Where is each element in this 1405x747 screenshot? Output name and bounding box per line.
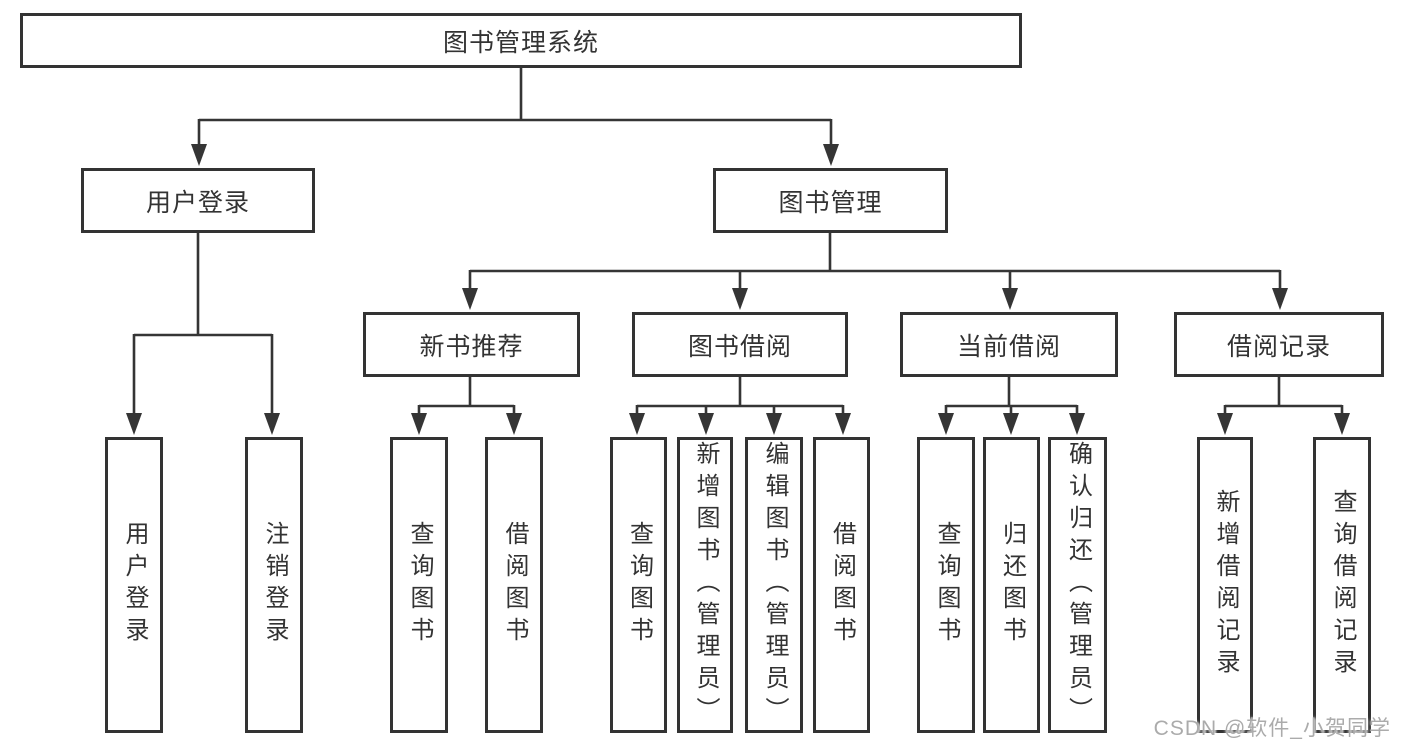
node-user-login: 用户登录	[105, 437, 163, 733]
node-label: 归还图书	[998, 521, 1026, 649]
node-current-borrow: 当前借阅	[900, 312, 1118, 377]
node-label: 当前借阅	[956, 332, 1061, 361]
node-label: 借阅记录	[1226, 332, 1331, 361]
node-label: 确认归还（管理员）	[1064, 441, 1092, 729]
node-edit-books-admin: 编辑图书（管理员）	[745, 437, 803, 733]
node-borrow-books-recommend: 借阅图书	[485, 437, 543, 733]
node-label: 借阅图书	[501, 521, 528, 649]
node-borrow-books: 借阅图书	[813, 437, 870, 733]
node-new-book-recommend: 新书推荐	[363, 312, 580, 377]
node-label: 用户登录	[121, 521, 148, 649]
node-logout: 注销登录	[245, 437, 303, 733]
node-label: 查询图书	[625, 521, 653, 649]
node-add-borrow-record: 新增借阅记录	[1197, 437, 1253, 733]
node-user-login-group: 用户登录	[81, 168, 315, 233]
node-label: 图书借阅	[687, 332, 792, 361]
node-add-books-admin: 新增图书（管理员）	[677, 437, 733, 733]
node-label: 注销登录	[261, 521, 288, 649]
node-query-books-recommend: 查询图书	[390, 437, 448, 733]
node-system-root: 图书管理系统	[20, 13, 1022, 68]
node-label: 新书推荐	[419, 332, 524, 361]
node-borrow-records: 借阅记录	[1174, 312, 1384, 377]
node-label: 图书管理系统	[442, 28, 599, 57]
node-label: 用户登录	[145, 188, 250, 217]
node-label: 借阅图书	[828, 521, 856, 649]
node-query-books-borrow: 查询图书	[610, 437, 667, 733]
node-label: 查询图书	[933, 521, 960, 649]
node-label: 新增图书（管理员）	[692, 441, 719, 729]
node-label: 查询借阅记录	[1329, 489, 1356, 681]
node-return-books: 归还图书	[983, 437, 1040, 733]
node-book-borrow: 图书借阅	[632, 312, 848, 377]
node-label: 编辑图书（管理员）	[761, 441, 788, 729]
node-label: 图书管理	[778, 188, 883, 217]
node-confirm-return-admin: 确认归还（管理员）	[1048, 437, 1107, 733]
csdn-watermark: CSDN @软件_小贺同学	[1153, 717, 1391, 740]
node-query-books-current: 查询图书	[917, 437, 975, 733]
node-book-management: 图书管理	[713, 168, 948, 233]
node-query-borrow-record: 查询借阅记录	[1313, 437, 1371, 733]
node-label: 查询图书	[406, 521, 433, 649]
node-label: 新增借阅记录	[1212, 489, 1239, 681]
